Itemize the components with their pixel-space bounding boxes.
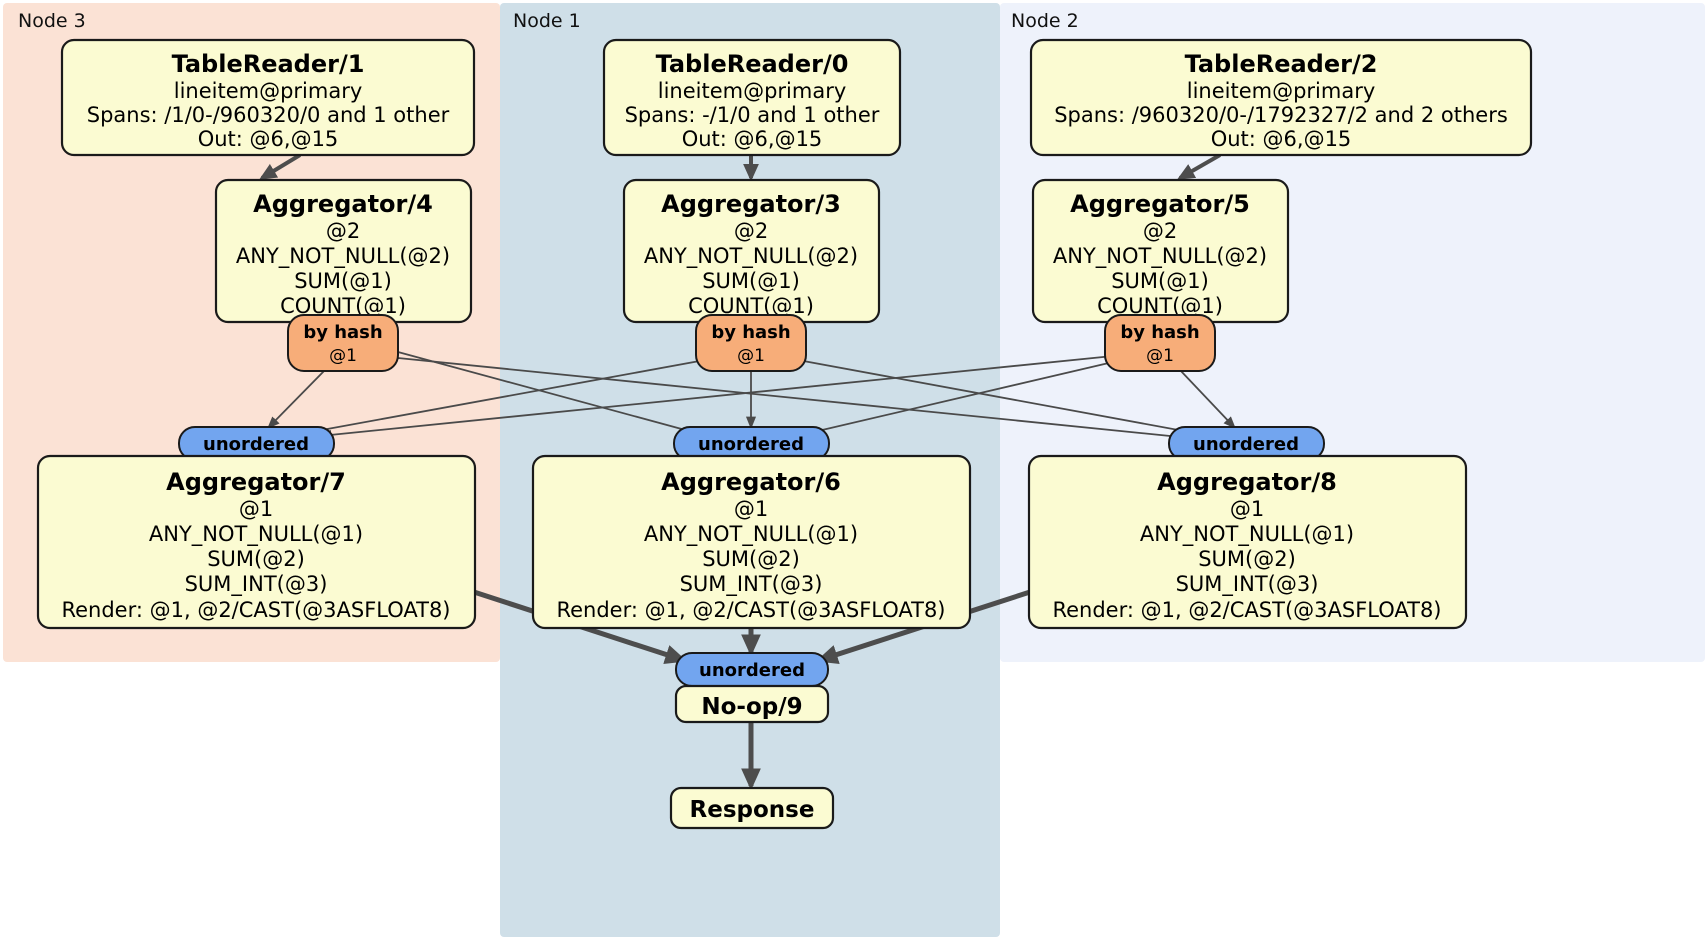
processor-table-reader-0[interactable]: TableReader/0 lineitem@primary Spans: -/… [602,38,902,157]
aggregator-5-title: Aggregator/5 [1070,190,1250,218]
by-hash-left-sub: @1 [329,346,357,366]
aggregator-8-box[interactable] [1027,454,1468,630]
processor-aggregator-6[interactable]: Aggregator/6 @1 ANY_NOT_NULL(@1) SUM(@2)… [531,454,972,630]
table-reader-1-line-0: lineitem@primary [174,79,363,103]
aggregator-7-line-4: Render: @1, @2/CAST(@3ASFLOAT8) [61,598,450,622]
aggregator-4-line-0: @2 [326,219,360,243]
processor-aggregator-5[interactable]: Aggregator/5 @2 ANY_NOT_NULL(@2) SUM(@1)… [1031,178,1290,324]
aggregator-6-box[interactable] [531,454,972,630]
badge-by-hash-center[interactable]: by hash @1 [695,314,807,372]
aggregator-5-line-0: @2 [1143,219,1177,243]
unordered-final-label: unordered [699,660,805,681]
edge-hashR-unorderedR [1179,369,1236,429]
edge-hashL-unorderedC [397,351,702,436]
aggregator-7-line-0: @1 [239,497,273,521]
aggregator-8-line-2: SUM(@2) [1198,547,1296,571]
processor-table-reader-1[interactable]: TableReader/1 lineitem@primary Spans: /1… [60,38,476,157]
aggregator-8-line-1: ANY_NOT_NULL(@1) [1140,522,1354,547]
unordered-left-label: unordered [203,434,309,455]
table-reader-1-title: TableReader/1 [172,50,365,78]
aggregator-7-line-3: SUM_INT(@3) [185,572,328,597]
region-label-node2: Node 2 [1011,10,1079,32]
aggregator-4-title: Aggregator/4 [253,190,433,218]
aggregator-4-line-1: ANY_NOT_NULL(@2) [236,244,450,269]
badge-by-hash-left[interactable]: by hash @1 [287,314,399,372]
by-hash-center-shape[interactable] [695,314,807,372]
edge-hashR-unorderedL [318,355,1114,440]
response-title: Response [690,797,815,823]
table-reader-0-title: TableReader/0 [656,50,849,78]
aggregator-8-line-3: SUM_INT(@3) [1176,572,1319,597]
edge-hashC-unorderedR [797,359,1202,437]
aggregator-3-line-2: SUM(@1) [702,269,800,293]
unordered-center-label: unordered [698,434,804,455]
table-reader-2-line-0: lineitem@primary [1187,79,1376,103]
table-reader-2-title: TableReader/2 [1185,50,1378,78]
aggregator-7-box[interactable] [36,454,477,630]
by-hash-right-shape[interactable] [1104,314,1216,372]
aggregator-8-title: Aggregator/8 [1157,468,1337,496]
aggregator-4-line-2: SUM(@1) [294,269,392,293]
aggregator-8-line-4: Render: @1, @2/CAST(@3ASFLOAT8) [1052,598,1441,622]
aggregator-6-line-1: ANY_NOT_NULL(@1) [644,522,858,547]
table-reader-2-line-1: Spans: /960320/0-/1792327/2 and 2 others [1054,103,1508,127]
badge-by-hash-right[interactable]: by hash @1 [1104,314,1216,372]
aggregator-6-line-4: Render: @1, @2/CAST(@3ASFLOAT8) [556,598,945,622]
noop-9-title: No-op/9 [701,694,802,720]
aggregator-6-line-2: SUM(@2) [702,547,800,571]
table-reader-0-line-0: lineitem@primary [658,79,847,103]
edge-hashL-unorderedL [267,369,326,429]
by-hash-center-title: by hash [711,322,790,343]
region-label-node3: Node 3 [18,10,86,32]
aggregator-5-line-2: SUM(@1) [1111,269,1209,293]
badge-unordered-right[interactable]: unordered [1168,426,1325,461]
badge-unordered-final[interactable]: unordered [675,652,829,687]
edges-tablereader-to-aggregator [258,153,1221,182]
response-box[interactable] [669,786,835,830]
edge-hashL-unorderedR [397,357,1192,442]
table-reader-0-line-2: Out: @6,@15 [682,127,823,151]
edge-tr1-agg4 [258,153,302,180]
by-hash-right-title: by hash [1120,322,1199,343]
processor-aggregator-3[interactable]: Aggregator/3 @2 ANY_NOT_NULL(@2) SUM(@1)… [622,178,881,324]
table-reader-2-box[interactable] [1029,38,1533,157]
aggregator-6-line-0: @1 [734,497,768,521]
edge-hashR-unorderedC [803,361,1114,437]
processor-aggregator-7[interactable]: Aggregator/7 @1 ANY_NOT_NULL(@1) SUM(@2)… [36,454,477,630]
processor-response[interactable]: Response [669,786,835,830]
aggregator-3-title: Aggregator/3 [661,190,841,218]
aggregator-3-line-1: ANY_NOT_NULL(@2) [644,244,858,269]
region-label-node1: Node 1 [513,10,581,32]
table-reader-0-line-1: Spans: -/1/0 and 1 other [625,103,880,127]
processor-table-reader-2[interactable]: TableReader/2 lineitem@primary Spans: /9… [1029,38,1533,157]
table-reader-2-line-2: Out: @6,@15 [1211,127,1352,151]
by-hash-right-sub: @1 [1146,346,1174,366]
table-reader-1-line-1: Spans: /1/0-/960320/0 and 1 other [87,103,450,127]
table-reader-1-box[interactable] [60,38,476,157]
by-hash-center-sub: @1 [737,346,765,366]
by-hash-left-shape[interactable] [287,314,399,372]
aggregator-6-line-3: SUM_INT(@3) [680,572,823,597]
noop-9-box[interactable] [674,684,830,724]
aggregator-7-line-2: SUM(@2) [207,547,305,571]
aggregator-3-line-0: @2 [734,219,768,243]
aggregator-8-line-0: @1 [1230,497,1264,521]
edges-hash-to-unordered [267,351,1236,442]
processor-noop-9[interactable]: No-op/9 [674,684,830,724]
edge-tr2-agg5 [1176,153,1221,180]
edge-hashC-unorderedL [298,359,706,437]
badge-unordered-center[interactable]: unordered [673,426,830,461]
processor-aggregator-8[interactable]: Aggregator/8 @1 ANY_NOT_NULL(@1) SUM(@2)… [1027,454,1468,630]
aggregator-6-title: Aggregator/6 [661,468,841,496]
aggregator-5-line-1: ANY_NOT_NULL(@2) [1053,244,1267,269]
table-reader-0-box[interactable] [602,38,902,157]
by-hash-left-title: by hash [303,322,382,343]
table-reader-1-line-2: Out: @6,@15 [198,127,339,151]
aggregator-7-title: Aggregator/7 [166,468,346,496]
aggregator-7-line-1: ANY_NOT_NULL(@1) [149,522,363,547]
processor-aggregator-4[interactable]: Aggregator/4 @2 ANY_NOT_NULL(@2) SUM(@1)… [214,178,473,324]
unordered-right-label: unordered [1193,434,1299,455]
